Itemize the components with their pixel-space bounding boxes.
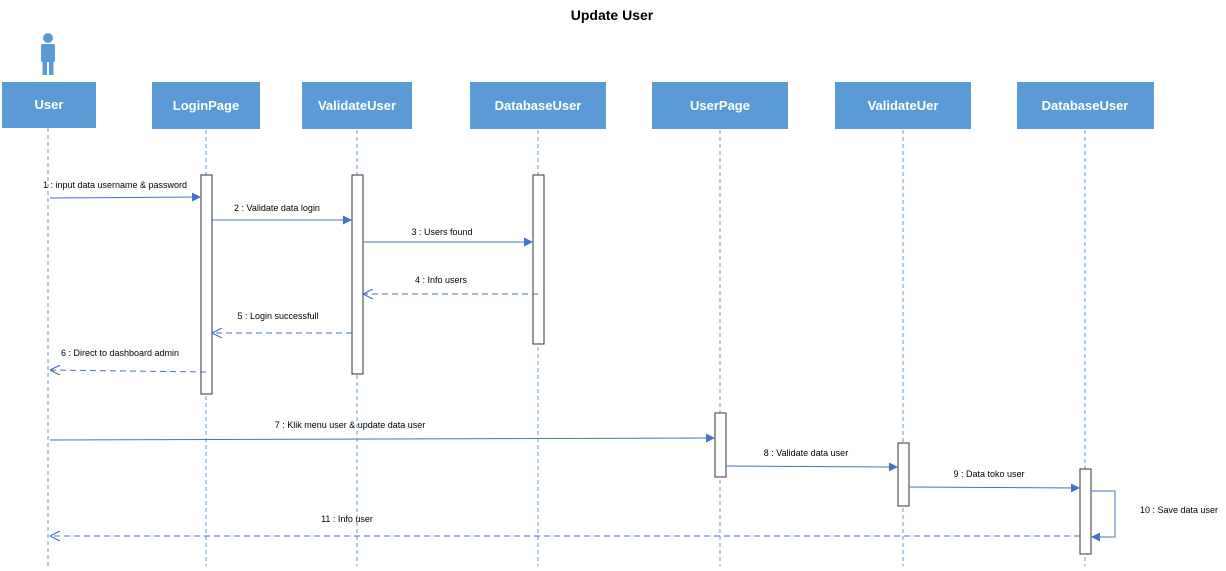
- message-8: 8 : Validate data user: [725, 448, 899, 472]
- message-10: 10 : Save data user: [1091, 490, 1218, 542]
- lifeline-label: DatabaseUser: [1042, 98, 1129, 113]
- messages: 1 : input data username & password 2 : V…: [43, 180, 1218, 542]
- lifeline-label: ValidateUer: [868, 98, 939, 113]
- person-icon: [41, 33, 55, 75]
- lifeline-heads: User LoginPage ValidateUser DatabaseUser…: [2, 82, 1154, 129]
- lifeline-validateuser: ValidateUser: [302, 82, 412, 129]
- activation-bars: [200, 174, 1092, 555]
- lifeline-databaseuser1: DatabaseUser: [470, 82, 606, 129]
- lifeline-loginpage: LoginPage: [152, 82, 260, 129]
- lifeline-userpage: UserPage: [652, 82, 788, 129]
- activation-bar-userpage: [714, 412, 727, 478]
- message-label: 6 : Direct to dashboard admin: [61, 348, 179, 358]
- lifeline-user: User: [2, 82, 96, 128]
- message-6: 6 : Direct to dashboard admin: [50, 348, 207, 372]
- message-label: 3 : Users found: [411, 227, 472, 237]
- message-5: 5 : Login successfull: [212, 311, 352, 333]
- message-4: 4 : Info users: [363, 275, 538, 294]
- message-7: 7 : Klik menu user & update data user: [49, 420, 716, 443]
- message-label: 4 : Info users: [415, 275, 468, 285]
- lifeline-label: UserPage: [690, 98, 750, 113]
- message-label: 11 : Info user: [321, 514, 373, 524]
- lifeline-label: LoginPage: [173, 98, 239, 113]
- message-3: 3 : Users found: [363, 227, 533, 247]
- message-label: 5 : Login successfull: [237, 311, 318, 321]
- message-2: 2 : Validate data login: [212, 203, 352, 225]
- message-label: 2 : Validate data login: [234, 203, 320, 213]
- lifeline-label: DatabaseUser: [495, 98, 582, 113]
- message-9: 9 : Data toko user: [908, 469, 1081, 493]
- lifeline-label: User: [35, 97, 64, 112]
- activation-bar-validateuer: [897, 442, 910, 507]
- message-label: 10 : Save data user: [1140, 505, 1218, 515]
- message-label: 1 : input data username & password: [43, 180, 187, 190]
- lifeline-validateuer: ValidateUer: [835, 82, 971, 129]
- message-1: 1 : input data username & password: [43, 180, 202, 202]
- activation-bar-validateuser: [351, 174, 364, 375]
- message-label: 8 : Validate data user: [764, 448, 848, 458]
- lifeline-databaseuser2: DatabaseUser: [1017, 82, 1154, 129]
- lifeline-label: ValidateUser: [318, 98, 396, 113]
- activation-bar-databaseuser1: [532, 174, 545, 345]
- message-label: 7 : Klik menu user & update data user: [275, 420, 426, 430]
- diagram-title: Update User: [571, 7, 654, 23]
- message-label: 9 : Data toko user: [953, 469, 1024, 479]
- activation-bar-loginpage: [200, 174, 213, 395]
- message-11: 11 : Info user: [50, 514, 1080, 536]
- activation-bar-databaseuser2: [1079, 468, 1092, 555]
